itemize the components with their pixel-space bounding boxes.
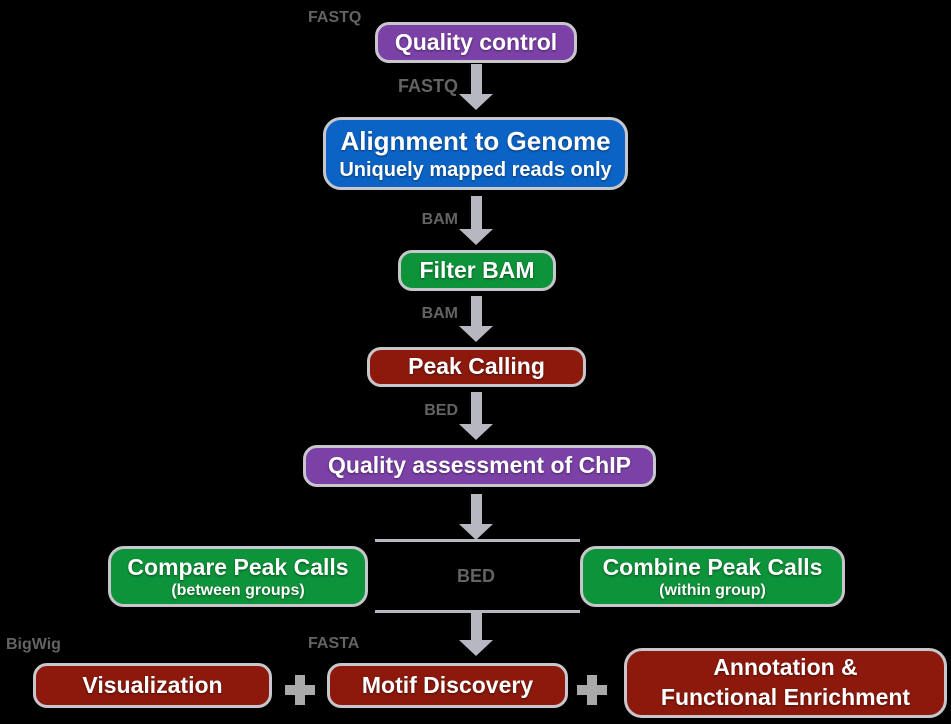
arrow-shaft <box>470 196 482 229</box>
node-alignment-title: Alignment to Genome <box>340 125 611 156</box>
plus-bar-vertical <box>295 675 305 705</box>
arrow-head <box>459 94 493 110</box>
down-arrow-icon <box>459 296 493 342</box>
file-label-fastq: FASTQ <box>397 76 458 96</box>
node-peak-calling: Peak Calling <box>367 347 586 387</box>
arrow-head <box>459 524 493 540</box>
arrow-head <box>459 640 493 656</box>
arrow-shaft <box>470 296 482 326</box>
divider-line-top <box>375 539 580 542</box>
node-quality-control-label: Quality control <box>394 28 558 55</box>
file-label-fasta: FASTA <box>308 635 360 652</box>
plus-icon <box>577 675 607 705</box>
node-motif-discovery-label: Motif Discovery <box>361 671 534 698</box>
file-label-bam-2: BAM <box>421 305 458 322</box>
plus-bar-vertical <box>587 675 597 705</box>
file-label-input-fastq: FASTQ <box>308 9 362 26</box>
node-quality-control: Quality control <box>375 22 577 63</box>
arrow-head <box>459 229 493 245</box>
node-visualization: Visualization <box>33 663 272 708</box>
node-peak-calling-label: Peak Calling <box>408 353 545 380</box>
node-compare-title: Compare Peak Calls <box>127 553 349 580</box>
node-alignment-to-genome: Alignment to Genome Uniquely mapped read… <box>323 117 628 190</box>
plus-icon <box>285 675 315 705</box>
file-label-bam-1: BAM <box>421 211 458 228</box>
down-arrow-icon <box>459 392 493 440</box>
arrow-shaft <box>470 392 482 424</box>
node-quality-assessment: Quality assessment of ChIP <box>303 445 656 487</box>
node-annotation-line1: Annotation & <box>713 654 858 681</box>
node-annotation-line2: Functional Enrichment <box>660 684 911 710</box>
node-combine-title: Combine Peak Calls <box>602 553 823 580</box>
node-visualization-label: Visualization <box>82 671 223 698</box>
down-arrow-icon <box>459 494 493 540</box>
node-filter-bam-label: Filter BAM <box>419 256 535 283</box>
node-annotation-enrichment: Annotation & Functional Enrichment <box>624 648 947 718</box>
file-label-bed-1: BED <box>424 402 458 419</box>
arrow-head <box>459 326 493 342</box>
arrow-head <box>459 424 493 440</box>
node-combine-subtitle: (within group) <box>659 581 766 599</box>
down-arrow-icon <box>459 613 493 656</box>
node-motif-discovery: Motif Discovery <box>327 663 568 708</box>
file-label-bigwig: BigWig <box>6 636 61 653</box>
arrow-shaft <box>470 494 482 524</box>
divider-line-bottom <box>375 610 580 613</box>
arrow-shaft <box>470 613 482 640</box>
arrow-shaft <box>470 64 482 94</box>
node-alignment-subtitle: Uniquely mapped reads only <box>339 159 612 182</box>
node-compare-subtitle: (between groups) <box>171 581 305 599</box>
node-combine-peak-calls: Combine Peak Calls (within group) <box>580 546 845 607</box>
node-quality-assessment-label: Quality assessment of ChIP <box>328 452 631 479</box>
node-filter-bam: Filter BAM <box>398 250 556 291</box>
file-label-bed-mid: BED <box>456 566 495 586</box>
down-arrow-icon <box>459 64 493 110</box>
node-compare-peak-calls: Compare Peak Calls (between groups) <box>108 546 368 607</box>
down-arrow-icon <box>459 196 493 245</box>
